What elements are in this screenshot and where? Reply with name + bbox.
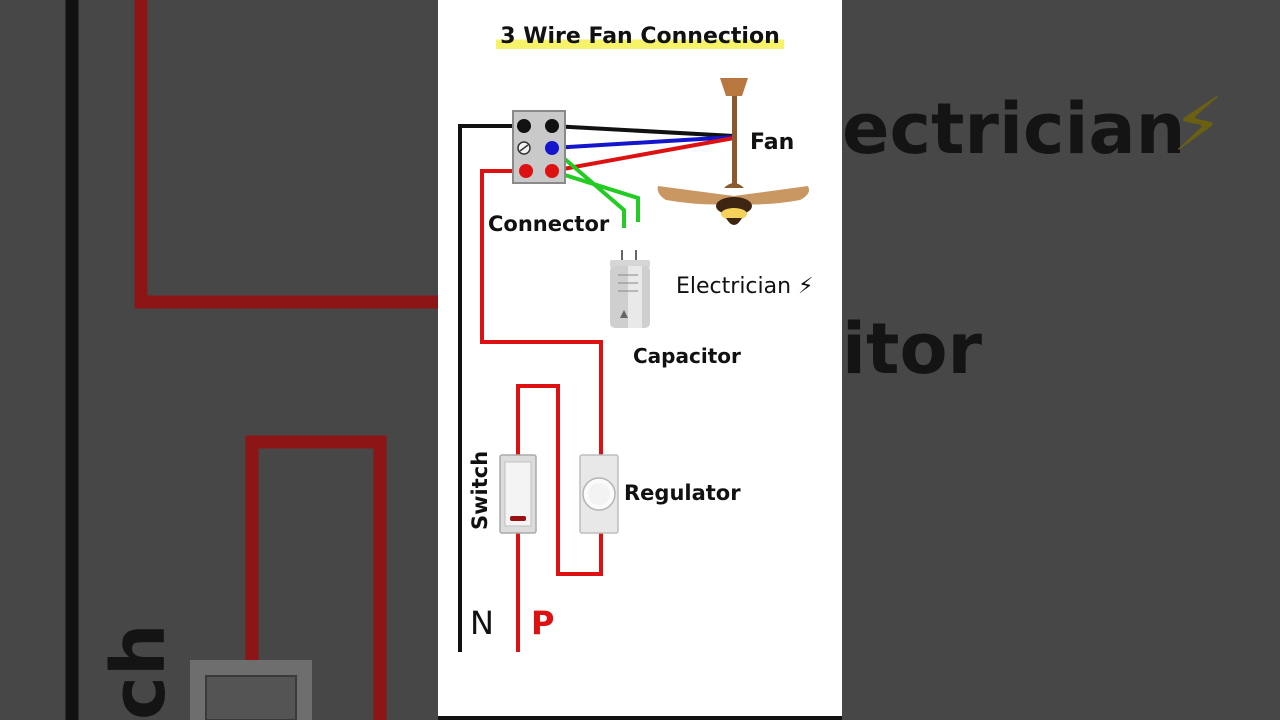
bg-capacitor-text: itor <box>842 308 983 390</box>
capacitor-icon <box>610 250 650 328</box>
electrician-watermark: Electrician ⚡ <box>676 274 814 299</box>
switch-icon <box>499 454 537 534</box>
regulator-icon <box>579 454 619 534</box>
connector-label: Connector <box>488 212 610 236</box>
bg-switch-text: ch <box>96 623 182 720</box>
neutral-label: N <box>470 604 494 642</box>
capacitor-wire-1 <box>550 146 626 228</box>
bg-switch-wire <box>245 435 387 720</box>
capacitor-wire-2 <box>551 169 640 222</box>
fan-wire-red <box>551 136 735 173</box>
fan-wire-black <box>551 124 735 138</box>
fan-wire-blue <box>551 135 735 150</box>
bg-phase-wire <box>134 0 438 309</box>
diagram-panel: 3 Wire Fan Connection Fan Connector Elec… <box>438 0 842 716</box>
switch-label: Switch <box>468 450 492 530</box>
bg-electrician-text: ectrician <box>842 88 1186 170</box>
phase-label: P <box>531 604 555 642</box>
connector-block <box>512 110 566 184</box>
bottom-bar <box>438 716 842 720</box>
regulator-label: Regulator <box>624 481 741 505</box>
diagram-title-text: 3 Wire Fan Connection <box>496 24 784 49</box>
fan-label: Fan <box>750 130 795 155</box>
ceiling-fan-icon <box>657 78 809 225</box>
capacitor-label: Capacitor <box>633 344 741 368</box>
diagram-title: 3 Wire Fan Connection <box>438 24 842 49</box>
wiring-diagram <box>458 78 809 652</box>
neutral-wire <box>458 124 524 652</box>
phase-wire <box>480 169 603 652</box>
bg-bolt-icon: ⚡ <box>1172 82 1224 168</box>
